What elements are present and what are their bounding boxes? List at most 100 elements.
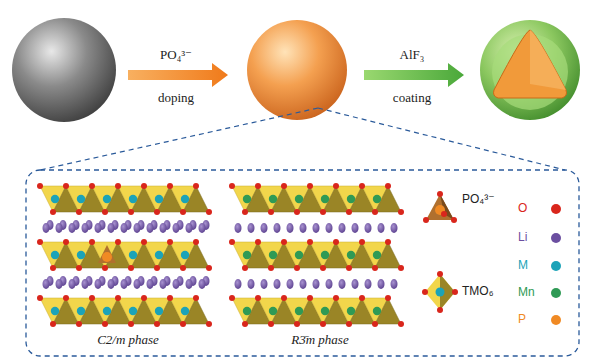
li-atom — [326, 223, 333, 233]
li-atom — [248, 223, 255, 233]
li-atom — [160, 223, 167, 233]
o-atom — [141, 295, 147, 301]
metal-atom — [77, 251, 85, 259]
metal-atom — [77, 307, 85, 315]
legend-swatch — [551, 204, 561, 214]
o-atom — [281, 183, 287, 189]
o-atom — [63, 295, 69, 301]
metal-atom — [347, 307, 355, 315]
tmo6-icon — [422, 271, 458, 313]
o-atom — [385, 295, 391, 301]
o-atom — [206, 209, 212, 215]
li-atom — [365, 223, 372, 233]
metal-atom — [51, 307, 59, 315]
metal-atom — [373, 307, 381, 315]
li-atom — [235, 279, 242, 289]
li-atom — [339, 279, 346, 289]
o-atom — [320, 265, 326, 271]
o-atom — [294, 265, 300, 271]
phase-label: R3̄m phase — [291, 333, 348, 347]
li-atom — [43, 223, 50, 233]
metal-atom — [243, 307, 251, 315]
core-face — [530, 30, 566, 90]
o-atom — [37, 183, 43, 189]
li-atom — [134, 223, 141, 233]
li-atom — [82, 223, 89, 233]
li-atom — [69, 223, 76, 233]
li-atom — [274, 223, 281, 233]
legend-swatch — [551, 288, 561, 298]
o-atom — [141, 183, 147, 189]
o-atom — [255, 295, 261, 301]
li-atom — [378, 279, 385, 289]
li-atom — [391, 223, 398, 233]
o-atom — [193, 183, 199, 189]
p-atom — [102, 252, 112, 262]
o-atom — [346, 321, 352, 327]
po4-icon — [423, 191, 457, 223]
li-atom — [95, 223, 102, 233]
li-atom — [186, 223, 193, 233]
metal-atom — [155, 251, 163, 259]
coating-formula: AlF₃ — [400, 48, 425, 62]
li-atom — [173, 223, 180, 233]
o-atom — [320, 209, 326, 215]
o-atom — [281, 295, 287, 301]
o-atom — [76, 265, 82, 271]
o-atom — [193, 295, 199, 301]
li-atom — [339, 223, 346, 233]
zoom-box — [26, 170, 579, 356]
o-atom — [115, 183, 121, 189]
li-atom — [186, 279, 193, 289]
legend-label: Li — [518, 231, 527, 244]
pristine-sphere — [12, 18, 116, 122]
li-atom — [108, 279, 115, 289]
coating-arrow — [364, 63, 464, 87]
o-atom — [333, 183, 339, 189]
metal-atom — [129, 195, 137, 203]
li-atom — [274, 279, 281, 289]
li-atom — [300, 223, 307, 233]
o-atom — [242, 321, 248, 327]
o-atom — [294, 209, 300, 215]
o-atom — [76, 209, 82, 215]
li-atom — [287, 223, 294, 233]
o-atom — [268, 209, 274, 215]
o-atom — [154, 265, 160, 271]
o-atom — [229, 183, 235, 189]
o-atom — [128, 209, 134, 215]
metal-atom — [77, 195, 85, 203]
o-atom — [167, 295, 173, 301]
o-atom — [89, 295, 95, 301]
o-atom — [242, 265, 248, 271]
o-atom — [63, 183, 69, 189]
legend-label: O — [518, 202, 527, 215]
o-atom — [180, 265, 186, 271]
li-atom — [199, 223, 206, 233]
zoom-line — [40, 108, 318, 170]
o-atom — [154, 321, 160, 327]
o-atom — [180, 209, 186, 215]
o-atom — [385, 239, 391, 245]
li-atom — [352, 279, 359, 289]
li-atom — [300, 279, 307, 289]
li-atom — [121, 223, 128, 233]
metal-atom — [51, 195, 59, 203]
o-atom — [359, 183, 365, 189]
o-atom — [320, 321, 326, 327]
o-atom — [102, 209, 108, 215]
o-atom — [268, 265, 274, 271]
metal-atom — [295, 251, 303, 259]
li-atom — [326, 279, 333, 289]
metal-atom — [51, 251, 59, 259]
li-atom — [147, 279, 154, 289]
metal-atom — [295, 307, 303, 315]
legend-label: PO₄³⁻ — [462, 193, 495, 206]
li-atom — [121, 279, 128, 289]
li-atom — [43, 279, 50, 289]
o-atom — [63, 239, 69, 245]
metal-atom — [269, 195, 277, 203]
o-atom — [115, 239, 121, 245]
